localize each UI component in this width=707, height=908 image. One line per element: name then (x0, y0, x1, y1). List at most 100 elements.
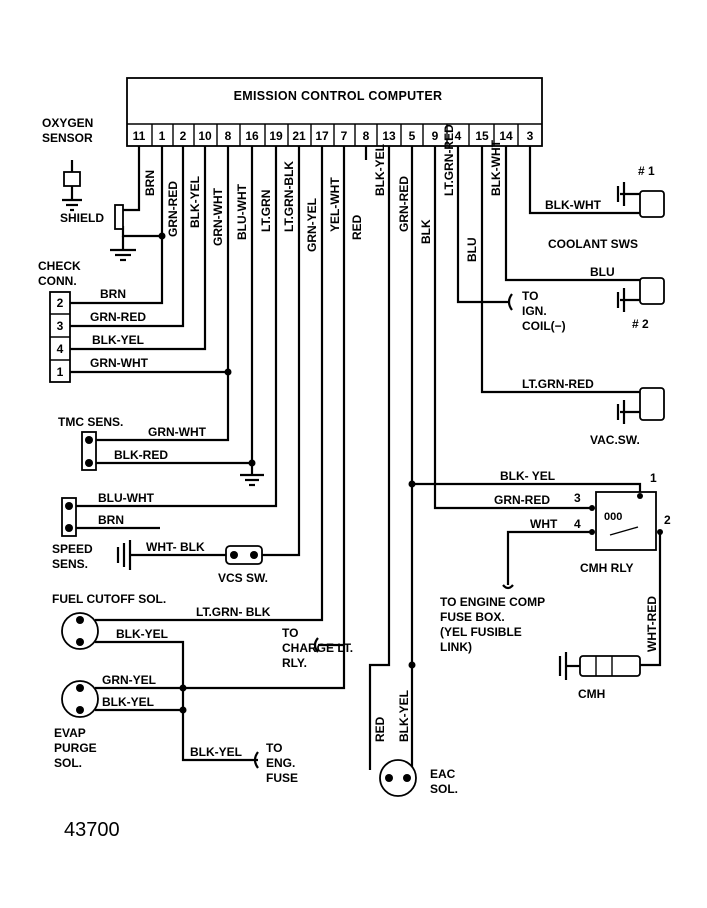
coolant-switch-2: BLU # 2 (590, 265, 665, 331)
pin-label: 21 (292, 129, 306, 143)
vac-sw-label: VAC.SW. (590, 433, 640, 447)
pin-label: 2 (180, 129, 187, 143)
pin-label: 13 (382, 129, 396, 143)
wire-color-labels: BRN GRN-RED BLK-YEL GRN-WHT BLU-WHT LT.G… (143, 124, 503, 262)
vac-lt-grn-red-label: LT.GRN-RED (522, 377, 594, 391)
pin-label: 17 (315, 129, 329, 143)
c1-blk-wht-label: BLK-WHT (545, 198, 602, 212)
wire-fuel-cutoff (95, 146, 324, 622)
wire-rly-4 (506, 530, 590, 585)
evap-grn-yel-label: GRN-YEL (102, 673, 156, 687)
wire-check-2 (70, 146, 164, 305)
shield-label: SHIELD (60, 211, 104, 225)
tmc-sensor: TMC SENS. GRN-WHT BLK-RED (58, 415, 264, 487)
wires (70, 146, 662, 770)
vcs-wht-blk-label: WHT- BLK (146, 540, 205, 554)
pin-label: 4 (455, 129, 462, 143)
eac-red-label: RED (373, 716, 387, 742)
pin-label: 11 (133, 129, 146, 143)
wire-label: LT.GRN (259, 190, 273, 232)
rly-term: 4 (574, 517, 581, 531)
tmc-blk-red-label: BLK-RED (114, 448, 168, 462)
check-pin: 1 (57, 365, 64, 379)
pin-label: 8 (363, 129, 370, 143)
cmh-label: CMH (578, 687, 605, 701)
pin-label: 7 (341, 129, 348, 143)
eac-blk-yel-label: BLK-YEL (397, 690, 411, 742)
check-brn-label: BRN (100, 287, 126, 301)
rly-contacts: 000 (604, 511, 622, 523)
wire-fuel-blk-yel (95, 640, 258, 762)
check-pin: 2 (57, 296, 64, 310)
check-pin: 3 (57, 319, 64, 333)
wire-label: BLU-WHT (235, 183, 249, 240)
vcs-switch: WHT- BLK VCS SW. (116, 540, 268, 585)
fuel-blk-yel-label: BLK-YEL (116, 627, 168, 641)
wire-label: BLK (419, 219, 433, 244)
cmh-rly-label: CMH RLY (580, 561, 634, 575)
rly-term: 2 (664, 513, 671, 527)
rly-term: 3 (574, 491, 581, 505)
wire-label: LT.GRN-BLK (282, 161, 296, 232)
check-pin: 4 (57, 342, 64, 356)
check-blk-yel-label: BLK-YEL (92, 333, 144, 347)
coolant-1-label: # 1 (638, 164, 655, 178)
cmh-relay: 000 1 3 4 2 BLK- YEL GRN-RED WHT CMH RLY (494, 469, 671, 575)
computer-pin-labels: 11 1 2 10 8 16 19 21 17 7 8 13 5 9 4 15 … (133, 129, 534, 143)
wire-label: BLU (465, 237, 479, 262)
wire-label: GRN-RED (166, 181, 180, 237)
wire-label: BLK-YEL (373, 144, 387, 196)
wire-evap-grn-yel (95, 645, 346, 690)
tmc-sens-label: TMC SENS. (58, 415, 123, 429)
pin-label: 19 (269, 129, 283, 143)
wire-label: YEL-WHT (328, 177, 342, 232)
wire-label: LT.GRN-RED (442, 124, 456, 196)
wire-oxygen-brn (123, 146, 141, 212)
wire-cmh (640, 532, 662, 667)
wire-check-4 (70, 146, 207, 351)
wire-coolant-1 (528, 146, 640, 215)
wire-check-1-tmc (96, 146, 230, 442)
speed-brn-label: BRN (98, 513, 124, 527)
check-grn-red-label: GRN-RED (90, 310, 146, 324)
junction-dots (158, 232, 416, 714)
coolant-2-label: # 2 (632, 317, 649, 331)
fuel-cutoff-label: FUEL CUTOFF SOL. (52, 592, 166, 606)
coolant-switch-1: # 1 BLK-WHT (545, 164, 665, 218)
cmh-wht-red-label: WHT-RED (645, 596, 659, 652)
pin-label: 16 (245, 129, 259, 143)
wire-label: RED (350, 214, 364, 240)
evap-blk-yel-label: BLK-YEL (102, 695, 154, 709)
pin-label: 10 (198, 129, 212, 143)
tmc-grn-wht-label: GRN-WHT (148, 425, 207, 439)
rly-term: 1 (650, 471, 657, 485)
wire-ign-coil (456, 146, 508, 304)
pin-label: 15 (475, 129, 489, 143)
vcs-sw-label: VCS SW. (218, 571, 268, 585)
wire-eac-red (368, 146, 391, 770)
fuel-cutoff-solenoid: FUEL CUTOFF SOL. LT.GRN- BLK BLK-YEL (52, 592, 271, 650)
pin-label: 14 (499, 129, 513, 143)
wire-label: GRN-YEL (305, 198, 319, 252)
emission-control-computer: EMISSION CONTROL COMPUTER 11 1 2 10 8 16… (126, 77, 543, 147)
c2-blu-label: BLU (590, 265, 615, 279)
coolant-sws-label: COOLANT SWS (548, 237, 638, 251)
fuel-lt-grn-blk-label: LT.GRN- BLK (196, 605, 271, 619)
pin-label: 9 (432, 129, 439, 143)
pin-label: 1 (159, 129, 166, 143)
computer-title: EMISSION CONTROL COMPUTER (234, 89, 443, 103)
wire-vcs (262, 146, 301, 557)
